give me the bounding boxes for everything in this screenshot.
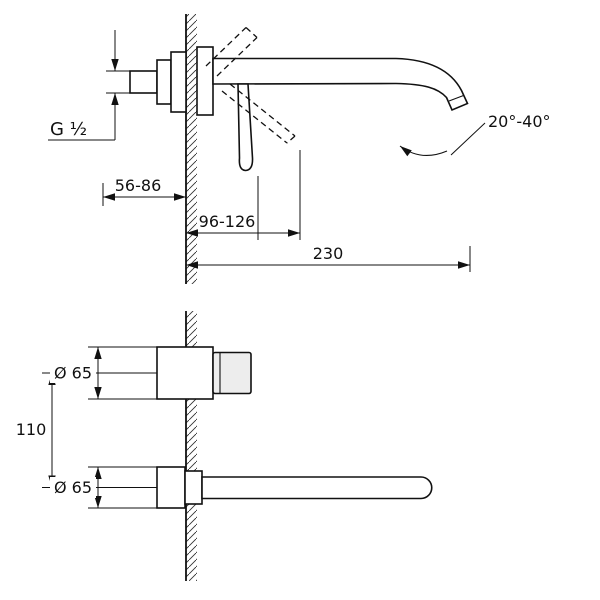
spout-projection-label: 230 xyxy=(313,244,344,263)
mixer-diameter-label: Ø 65 xyxy=(54,364,92,383)
wall-hatching-bottom xyxy=(186,311,197,581)
lever-handle-raised-dashed xyxy=(205,27,258,77)
supply-pipe xyxy=(129,70,158,94)
wall-mounting-plate xyxy=(170,51,187,113)
thread-dimension: G ½ xyxy=(48,30,119,141)
spout-angle-label: 20°-40° xyxy=(488,112,551,131)
lever-handle xyxy=(237,83,254,172)
mixer-body xyxy=(156,346,214,400)
label-bg xyxy=(50,477,96,498)
swivel-arc-arrow xyxy=(399,145,448,157)
installation-view: Ø 65 110 Ø 65 xyxy=(13,311,433,581)
wall-hatching-top xyxy=(186,14,197,284)
spout-base xyxy=(156,466,186,509)
spout-projection-dimension: 230 xyxy=(186,244,471,272)
handle-projection-label: 96-126 xyxy=(199,212,256,231)
aerator-line xyxy=(448,94,464,102)
wall-depth-label: 56-86 xyxy=(115,176,162,195)
mixer-diameter-dimension xyxy=(88,346,157,400)
spout-front xyxy=(201,476,433,500)
spout-diameter-label: Ø 65 xyxy=(54,478,92,497)
pipe-flange xyxy=(156,59,172,105)
handle-projection-dimension: 96-126 xyxy=(186,150,301,240)
spout-angle-annotation: 20°-40° xyxy=(399,112,551,157)
thread-label: G ½ xyxy=(50,119,87,140)
spout-escutcheon xyxy=(184,470,203,505)
label-bg xyxy=(50,362,96,383)
spout xyxy=(212,57,469,112)
spout-diameter-dimension xyxy=(88,466,157,509)
angle-leader-line xyxy=(450,122,486,156)
mixer-handle-knob xyxy=(212,351,252,395)
label-bg xyxy=(13,419,50,440)
lever-handle-swung-dashed xyxy=(221,83,296,144)
mixer-escutcheon-side xyxy=(196,46,214,116)
side-view: G ½ 56-86 96-126 230 20°-40° xyxy=(48,14,551,284)
center-distance-label: 110 xyxy=(16,420,47,439)
wall-depth-dimension: 56-86 xyxy=(102,176,186,206)
